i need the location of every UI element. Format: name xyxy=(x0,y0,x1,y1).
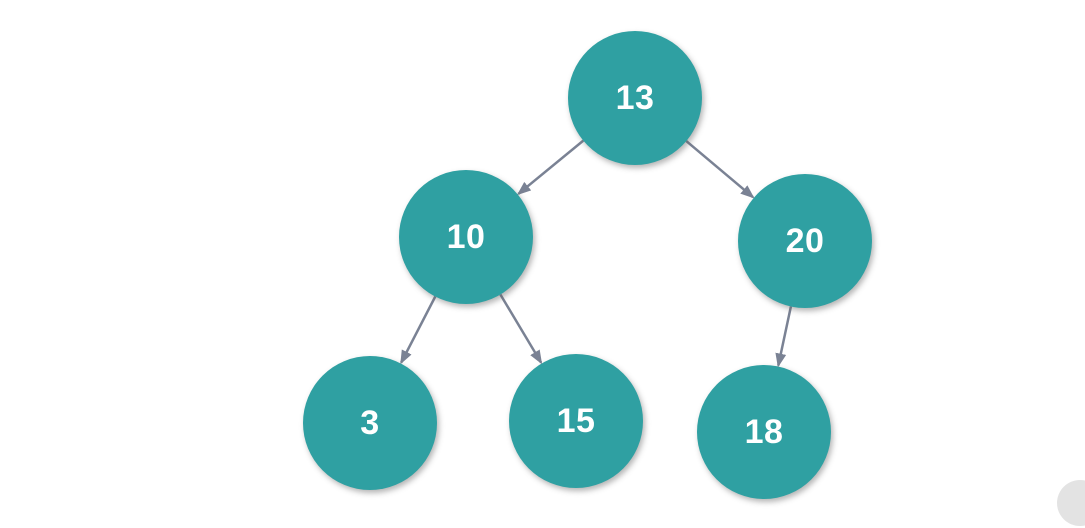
corner-widget-button[interactable] xyxy=(1057,480,1085,526)
tree-edge-20-18 xyxy=(775,306,793,368)
tree-node-18: 18 xyxy=(697,365,831,499)
tree-node-3: 3 xyxy=(303,356,437,490)
tree-edge-13-10 xyxy=(516,139,585,196)
tree-node-label: 20 xyxy=(785,221,825,260)
tree-node-10: 10 xyxy=(399,170,533,304)
tree-node-label: 13 xyxy=(615,78,655,117)
tree-edge-10-15 xyxy=(499,293,543,365)
tree-node-label: 15 xyxy=(556,401,596,440)
tree-node-13: 13 xyxy=(568,31,702,165)
tree-node-label: 10 xyxy=(446,217,486,256)
tree-edge-13-20 xyxy=(685,140,755,199)
tree-node-20: 20 xyxy=(738,174,872,308)
tree-node-label: 18 xyxy=(744,412,784,451)
tree-edge-10-3 xyxy=(400,295,437,365)
tree-node-15: 15 xyxy=(509,354,643,488)
tree-node-label: 3 xyxy=(360,403,380,442)
